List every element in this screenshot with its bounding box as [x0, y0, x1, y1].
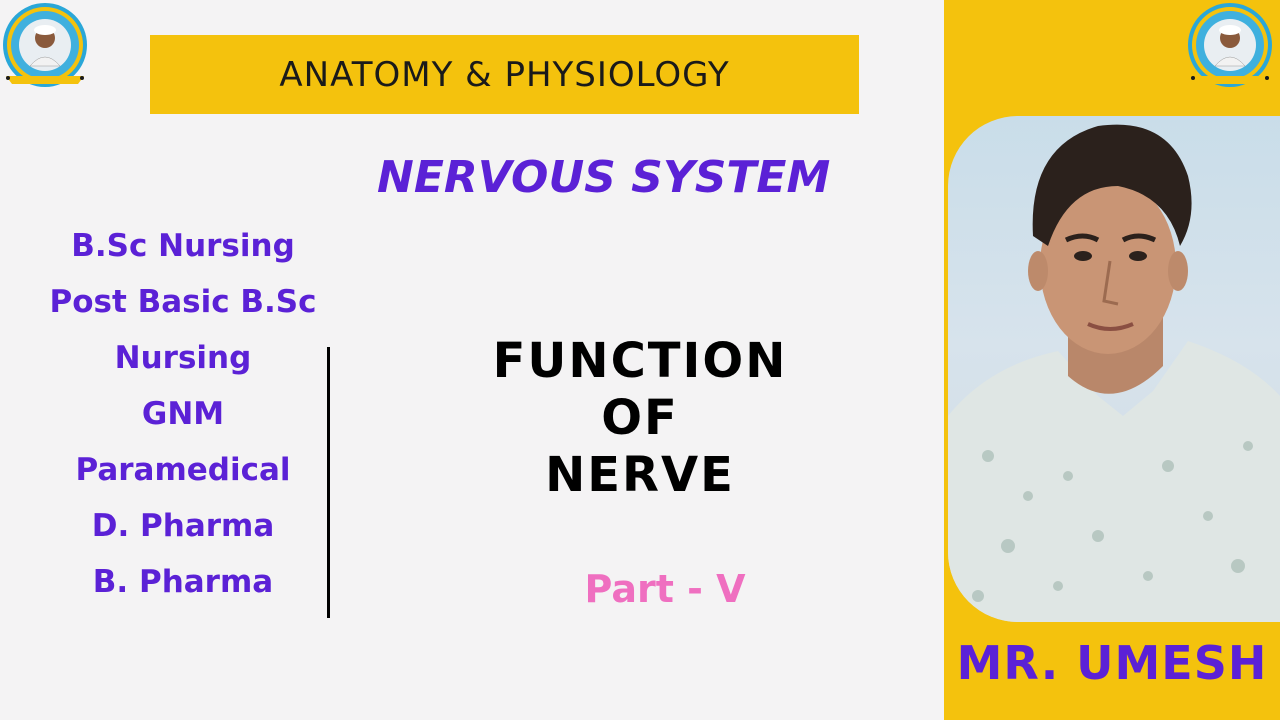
- subject-banner: ANATOMY & PHYSIOLOGY: [150, 35, 859, 114]
- vertical-divider: [327, 347, 330, 618]
- course-item: B. Pharma: [92, 564, 274, 600]
- courses-list: B.Sc Nursing Post Basic B.Sc Nursing GNM…: [20, 218, 346, 610]
- course-item: Post Basic B.Sc: [49, 284, 317, 320]
- presenter-name: MR. UMESH: [956, 636, 1268, 690]
- course-item: Nursing: [114, 340, 252, 376]
- presenter-photo: [948, 116, 1280, 622]
- course-item: GNM: [141, 396, 225, 432]
- topic-line: FUNCTION: [492, 333, 788, 389]
- subject-title: NERVOUS SYSTEM: [377, 152, 831, 203]
- course-item: Paramedical: [75, 452, 291, 488]
- kr-education-hub-logo-icon: [1185, 0, 1275, 90]
- topic-line: NERVE: [545, 447, 735, 503]
- topic-line: OF: [601, 390, 679, 446]
- kr-education-hub-logo-icon: [0, 0, 90, 90]
- course-item: B.Sc Nursing: [71, 228, 295, 264]
- course-item: D. Pharma: [91, 508, 275, 544]
- banner-title: ANATOMY & PHYSIOLOGY: [279, 54, 730, 95]
- topic-title: FUNCTION OF NERVE: [440, 333, 840, 504]
- part-label: Part - V: [584, 567, 746, 611]
- left-content-area: [0, 0, 944, 720]
